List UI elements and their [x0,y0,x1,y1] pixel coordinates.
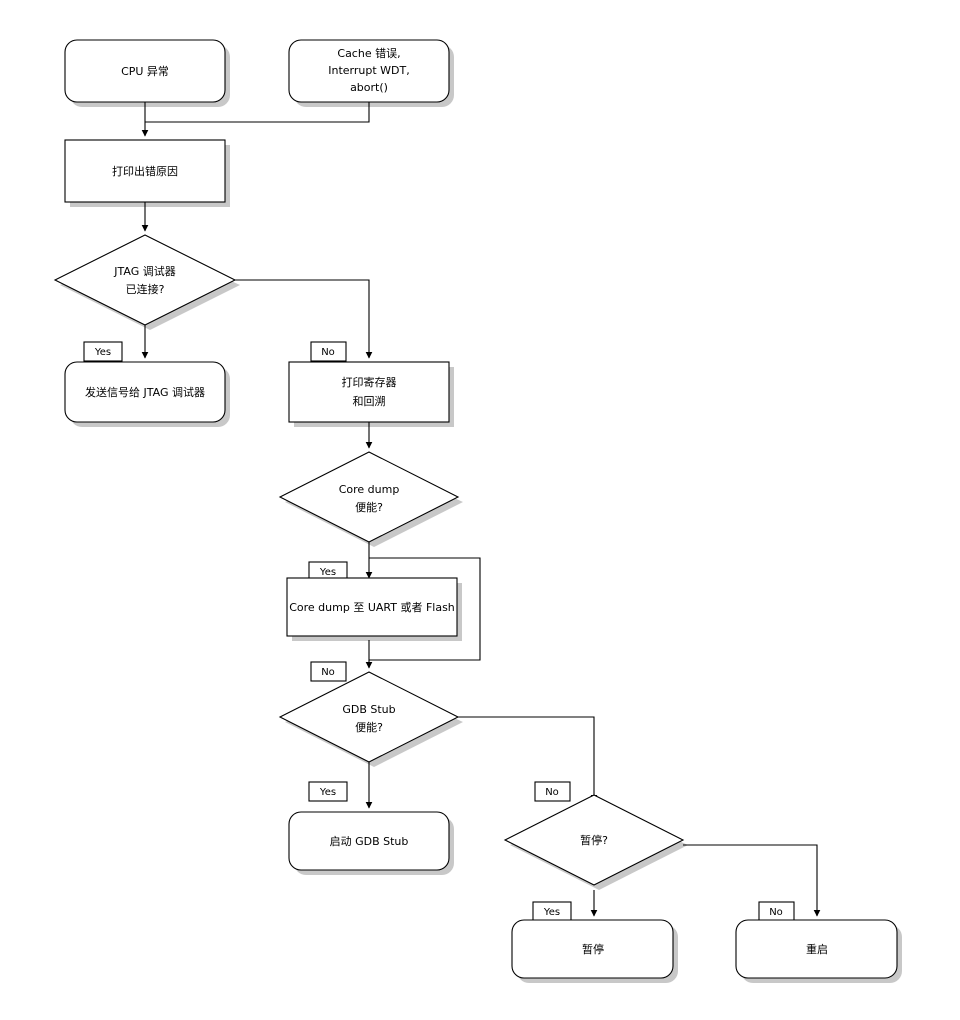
node-pause-decision[interactable]: 暂停? [503,794,685,886]
send-signal-jtag-label: 发送信号给 JTAG 调试器 [85,385,205,399]
jtag-decision-shape[interactable] [53,234,237,326]
gdbstub-no-text: No [545,787,559,798]
jtag-yes-box [83,341,123,362]
node-cpu-exception[interactable]: CPU 异常 [64,39,226,103]
coredump-yes-text: Yes [319,567,336,578]
jtag-decision-label-line1: JTAG 调试器 [113,265,175,278]
start-gdbstub-shape[interactable] [288,811,450,871]
coredump-decision-shape[interactable] [278,451,460,543]
send-signal-jtag-shape[interactable] [64,361,226,423]
edge-jtag-no [235,279,373,359]
cache-error-shape[interactable] [288,39,450,103]
edge-label-coredump-no: No [310,661,347,682]
pause-action-shape[interactable] [511,919,674,979]
coredump-decision-label-line1: Core dump [339,483,400,496]
print-registers-label-line1: 打印寄存器 [342,375,397,389]
gdbstub-decision-label-line2: 便能? [355,720,383,734]
node-print-registers[interactable]: 打印寄存器 和回溯 [288,361,450,423]
edge-label-pause-yes: Yes [532,901,572,922]
pause-no-text: No [769,907,783,918]
node-jtag-decision[interactable]: JTAG 调试器 已连接? [53,234,237,326]
cpu-exception-label: CPU 异常 [121,65,169,78]
gdbstub-yes-text: Yes [319,787,336,798]
reboot-action-shape[interactable] [735,919,898,979]
print-reason-label: 打印出错原因 [112,164,178,178]
gdbstub-yes-box [308,781,348,802]
cpu-exception-shape[interactable] [64,39,226,103]
edge-label-pause-no: No [758,901,795,922]
edge-coredump-no [369,557,481,661]
print-registers-shape[interactable] [288,361,450,423]
reboot-action-label: 重启 [806,942,828,956]
jtag-no-text: No [321,347,335,358]
edge-label-gdbstub-yes: Yes [308,781,348,802]
coredump-action-label: Core dump 至 UART 或者 Flash [289,601,455,614]
cache-error-label-line3: abort() [350,81,388,94]
node-start-gdbstub[interactable]: 启动 GDB Stub [288,811,450,871]
node-reboot-action[interactable]: 重启 [735,919,898,979]
edge-gdbstub-no [458,716,598,802]
cache-error-label-line2: Interrupt WDT, [328,64,409,77]
node-send-signal-jtag[interactable]: 发送信号给 JTAG 调试器 [64,361,226,423]
node-pause-action[interactable]: 暂停 [511,919,674,979]
edge-label-jtag-no: No [310,341,347,362]
node-cache-error[interactable]: Cache 错误, Interrupt WDT, abort() [288,39,450,103]
coredump-action-shape[interactable] [286,577,458,637]
jtag-decision-label-line2: 已连接? [126,283,165,296]
gdbstub-decision-label-line1: GDB Stub [342,703,395,716]
node-coredump-decision[interactable]: Core dump 便能? [278,451,460,543]
jtag-no-box [310,341,347,362]
print-reason-shape[interactable] [64,139,226,203]
coredump-decision-label-line2: 便能? [355,500,383,514]
node-gdbstub-decision[interactable]: GDB Stub 便能? [278,671,460,763]
gdbstub-no-box [534,781,571,802]
edge-pause-no [683,844,821,917]
coredump-no-box [310,661,347,682]
edge-label-gdbstub-no: No [534,781,571,802]
edge-cache-to-print [145,102,370,123]
cache-error-label-line1: Cache 错误, [337,46,400,60]
start-gdbstub-label: 启动 GDB Stub [330,835,409,848]
pause-yes-text: Yes [543,907,560,918]
pause-decision-label: 暂停? [580,833,608,847]
gdbstub-decision-shape[interactable] [278,671,460,763]
pause-action-label: 暂停 [582,942,604,956]
pause-decision-shape[interactable] [503,794,685,886]
jtag-yes-text: Yes [94,347,111,358]
edge-label-coredump-yes: Yes [308,561,348,582]
print-registers-label-line2: 和回溯 [353,395,386,408]
node-coredump-action[interactable]: Core dump 至 UART 或者 Flash [286,577,458,637]
coredump-no-text: No [321,667,335,678]
edge-label-jtag-yes: Yes [83,341,123,362]
node-print-reason[interactable]: 打印出错原因 [64,139,226,203]
edge-layer [141,102,821,917]
